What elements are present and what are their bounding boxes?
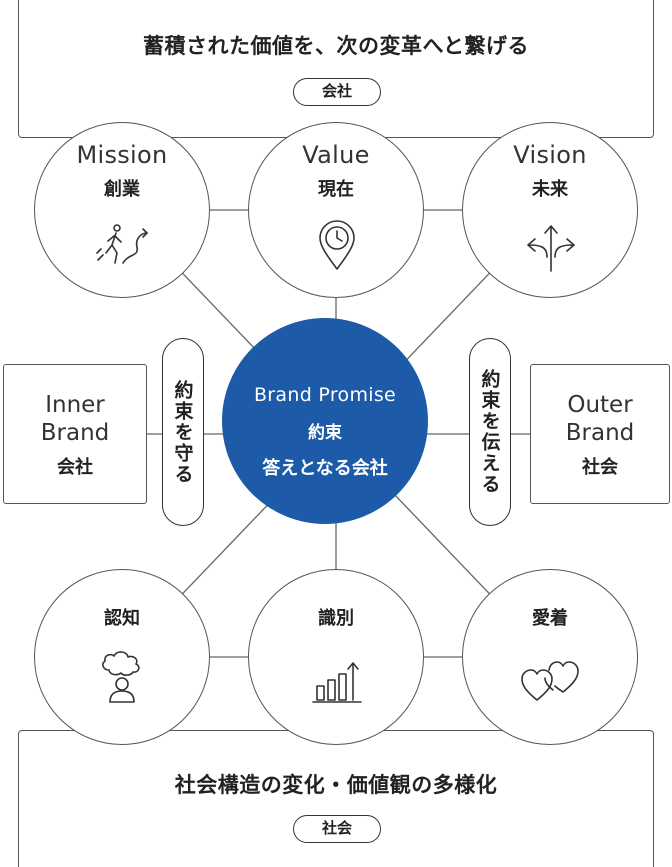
convey-promise-label: 約束を伝える [469, 338, 511, 526]
bottom-banner: 社会構造の変化・価値観の多様化 社会 [18, 730, 654, 867]
mission-circle: Mission 創業 [34, 122, 210, 298]
bottom-banner-title: 社会構造の変化・価値観の多様化 [174, 773, 498, 797]
value-label: Value [302, 141, 370, 169]
vision-circle: Vision 未来 [462, 122, 638, 298]
inner-label: Inner [45, 392, 105, 418]
inner-brand-box: Inner Brand 会社 [3, 364, 147, 504]
person-thought-icon [102, 651, 140, 703]
mission-ja-label: 創業 [104, 179, 140, 200]
vision-label: Vision [513, 141, 587, 169]
identification-circle: 識別 [248, 569, 424, 745]
direction-arrows-icon [527, 225, 575, 272]
vision-ja-label: 未来 [532, 179, 568, 200]
outer-label: Outer [567, 392, 633, 418]
company-pill: 会社 [293, 78, 381, 106]
brand-promise-circle: Brand Promise 約束 答えとなる会社 [222, 318, 428, 524]
promise-ja-label: 約束 [308, 423, 342, 443]
keep-promise-label: 約束を守る [162, 338, 204, 526]
identification-label: 識別 [318, 608, 354, 629]
value-circle: Value 現在 [248, 122, 424, 298]
value-ja-label: 現在 [318, 179, 354, 200]
top-banner-title: 蓄積された価値を、次の変革へと繋げる [143, 34, 529, 58]
outer-brand-box: Outer Brand 社会 [530, 364, 670, 504]
recognition-circle: 認知 [34, 569, 210, 745]
outer-brand-label: Brand [565, 420, 635, 446]
inner-brand-ja: 会社 [57, 457, 93, 478]
outer-brand-ja: 社会 [582, 457, 618, 478]
society-pill: 社会 [293, 815, 381, 843]
hearts-icon [521, 661, 579, 701]
attachment-circle: 愛着 [462, 569, 638, 745]
answer-company-label: 答えとなる会社 [262, 458, 388, 479]
inner-brand-label: Brand [40, 420, 110, 446]
walking-person-path-icon [96, 224, 148, 264]
recognition-label: 認知 [104, 608, 140, 629]
attachment-label: 愛着 [532, 608, 568, 629]
top-banner: 蓄積された価値を、次の変革へと繋げる 会社 [18, 0, 654, 138]
brand-promise-label: Brand Promise [253, 384, 397, 406]
clock-pin-icon [319, 220, 355, 270]
bar-chart-arrow-icon [312, 662, 362, 703]
mission-label: Mission [76, 141, 168, 169]
